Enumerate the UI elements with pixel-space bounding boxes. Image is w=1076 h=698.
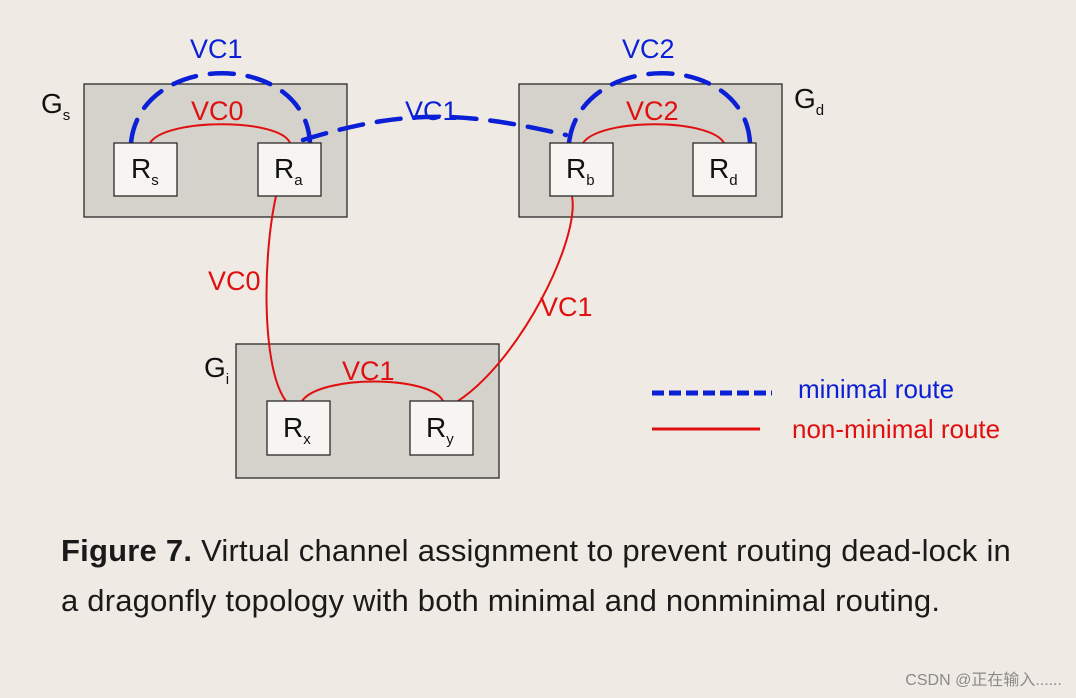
nonminimal-link-rb-rd [582, 123, 725, 144]
group-label-gd: Gd [794, 83, 824, 119]
minimal-routes [128, 71, 753, 146]
group-label-gi: Gi [204, 352, 229, 388]
router-rb: Rb [549, 142, 614, 197]
vc-label-minimal-global: VC1 [405, 96, 458, 126]
router-label-rb: Rb [566, 153, 595, 189]
nonminimal-link-rb-ry [457, 195, 574, 402]
router-label-ry: Ry [426, 412, 454, 448]
nonminimal-link-ra-rx [265, 195, 287, 402]
vc-label-minimal-gd: VC2 [622, 34, 675, 64]
figure-caption: Figure 7. Virtual channel assignment to … [61, 526, 1011, 626]
figure-caption-label: Figure 7. [61, 533, 193, 568]
legend-label-minimal: minimal route [798, 374, 954, 404]
router-rs: Rs [113, 142, 178, 197]
nonminimal-link-rs-ra [149, 123, 291, 144]
minimal-link-ra-rb [300, 114, 569, 143]
vc-label-minimal-gs: VC1 [190, 34, 243, 64]
router-ra: Ra [257, 142, 322, 197]
router-rd: Rd [692, 142, 757, 197]
router-ry: Ry [409, 400, 474, 456]
router-label-rd: Rd [709, 153, 738, 189]
vc-label-nonminimal-ra-rx: VC0 [208, 266, 261, 296]
figure-caption-text: Virtual channel assignment to prevent ro… [61, 533, 1011, 618]
legend-label-nonminimal: non-minimal route [792, 414, 1000, 444]
nonminimal-link-rx-ry [301, 380, 444, 402]
vc-label-nonminimal-rb-ry: VC1 [540, 292, 593, 322]
nonminimal-routes [149, 123, 725, 402]
vc-label-nonminimal-gs: VC0 [191, 96, 244, 126]
dragonfly-diagram: Gs Gd Gi Rs Ra Rb Rd Rx Ry [41, 34, 1000, 479]
watermark: CSDN @正在输入...... [905, 672, 1062, 689]
minimal-link-rs-ra [128, 71, 313, 146]
vc-label-nonminimal-gd: VC2 [626, 96, 679, 126]
router-label-rs: Rs [131, 153, 159, 189]
router-rx: Rx [266, 400, 331, 456]
router-label-ra: Ra [274, 153, 303, 189]
vc-label-nonminimal-gi: VC1 [342, 356, 395, 386]
router-label-rx: Rx [283, 412, 311, 448]
group-label-gs: Gs [41, 88, 70, 124]
legend: minimal route non-minimal route [652, 374, 1000, 444]
minimal-link-rb-rd [566, 71, 753, 146]
